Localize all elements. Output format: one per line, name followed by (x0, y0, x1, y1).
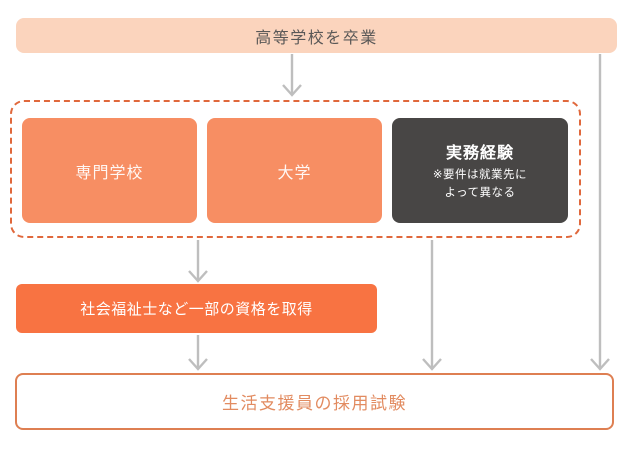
step-high-school: 高等学校を卒業 (16, 18, 617, 53)
option-university: 大学 (207, 118, 382, 223)
step-high-school-label: 高等学校を卒業 (255, 29, 378, 47)
step-exam: 生活支援員の採用試験 (15, 373, 614, 430)
option-work-experience-note: ※要件は就業先に よって異なる (433, 167, 527, 203)
option-vocational-school: 専門学校 (22, 118, 197, 223)
option-university-label: 大学 (277, 164, 312, 182)
step-qualification: 社会福祉士など一部の資格を取得 (16, 284, 377, 333)
option-work-experience: 実務経験 ※要件は就業先に よって異なる (392, 118, 568, 223)
education-options-group: 専門学校 大学 実務経験 ※要件は就業先に よって異なる (10, 100, 581, 238)
note-line-2: よって異なる (444, 186, 516, 199)
arrow-down-icon (588, 54, 612, 372)
step-qualification-label: 社会福祉士など一部の資格を取得 (80, 301, 313, 318)
arrow-down-icon (280, 54, 304, 98)
step-exam-label: 生活支援員の採用試験 (222, 394, 407, 413)
option-vocational-school-label: 専門学校 (75, 164, 144, 182)
arrow-down-icon (186, 240, 210, 284)
note-line-1: ※要件は就業先に (432, 168, 528, 181)
arrow-down-icon (186, 335, 210, 372)
arrow-down-icon (420, 240, 444, 372)
option-work-experience-title: 実務経験 (445, 144, 514, 162)
